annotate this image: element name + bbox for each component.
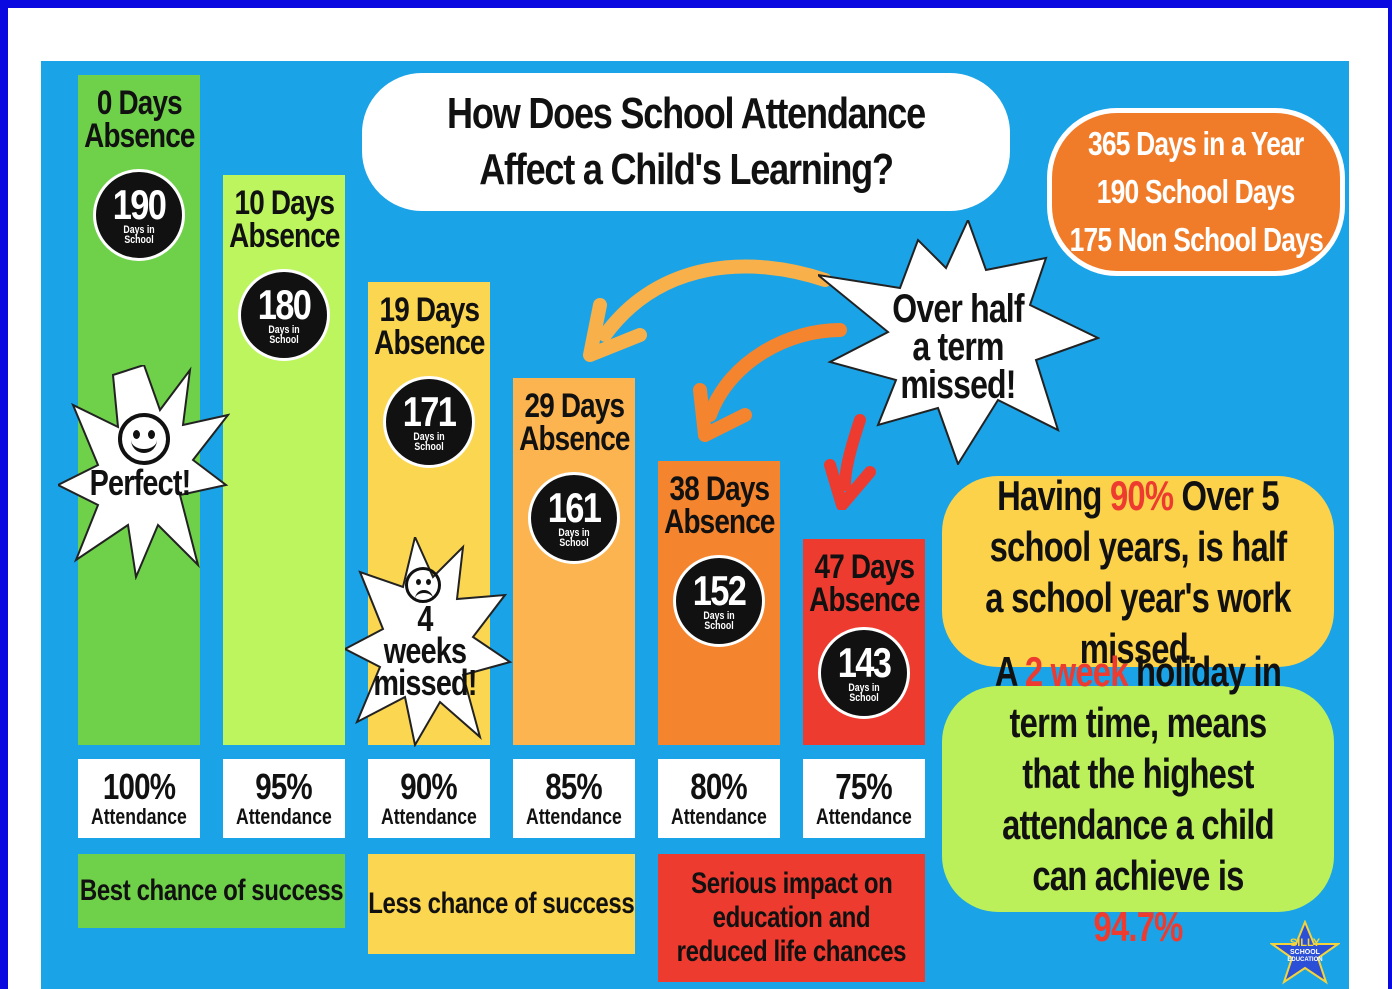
school-days-caption: Days in School [848, 682, 880, 704]
attendance-box-100: 100% Attendance [78, 759, 200, 838]
attendance-word: Attendance [671, 803, 767, 829]
info-line-3: 175 Non School Days [1069, 221, 1323, 258]
school-days-circle: 152 Days in School [673, 555, 765, 647]
arrow-to-85-head [583, 298, 647, 362]
school-days-number: 152 [692, 567, 747, 614]
sad-face-icon [405, 567, 441, 603]
band-serious-line-2: education and [712, 901, 871, 934]
band-serious-line-1: Serious impact on [690, 867, 893, 900]
school-days-number: 180 [257, 281, 312, 328]
attendance-percent: 80% [690, 765, 748, 807]
attendance-box-75: 75% Attendance [803, 759, 925, 838]
attendance-word: Attendance [526, 803, 622, 829]
attendance-word: Attendance [381, 803, 477, 829]
band-serious-impact: Serious impact on education and reduced … [658, 854, 925, 982]
arrow-to-80-head [693, 383, 752, 442]
page-title: How Does School Attendance Affect a Chil… [447, 89, 926, 194]
arrow-to-85 [598, 259, 832, 342]
school-days-caption: Days in School [413, 431, 445, 453]
school-days-circle: 171 Days in School [383, 376, 475, 468]
holiday-callout: A 2 week holiday in term time, means tha… [942, 648, 1334, 950]
arrows-graphic [583, 259, 876, 510]
attendance-box-90: 90% Attendance [368, 759, 490, 838]
starburst-shape [814, 217, 1101, 467]
info-line-2: 190 School Days [1097, 173, 1296, 210]
school-days-caption: Days in School [703, 610, 735, 632]
smiley-face-icon [118, 413, 170, 465]
logo-star-icon [1268, 919, 1342, 985]
school-days-number: 143 [837, 639, 892, 686]
band-serious-line-3: reduced life chances [676, 935, 907, 968]
attendance-box-85: 85% Attendance [513, 759, 635, 838]
attendance-percent: 75% [835, 765, 893, 807]
title-box: How Does School Attendance Affect a Chil… [362, 73, 1010, 211]
school-days-circle: 190 Days in School [93, 169, 185, 261]
perfect-starburst: Perfect! [55, 363, 231, 581]
school-days-number: 161 [547, 484, 602, 531]
perfect-text: Perfect! [89, 462, 192, 503]
school-days-number: 190 [112, 181, 167, 228]
attendance-word: Attendance [91, 803, 187, 829]
info-line-1: 365 Days in a Year [1088, 125, 1304, 162]
attendance-percent: 95% [255, 765, 313, 807]
year-info-box: 365 Days in a Year 190 School Days 175 N… [1047, 108, 1345, 276]
arrow-to-75 [839, 414, 866, 491]
half-year-text: Having 90% Over 5 school years, is half … [985, 471, 1291, 672]
attendance-word: Attendance [236, 803, 332, 829]
school-days-circle: 161 Days in School [528, 472, 620, 564]
band-less-text: Less chance of success [368, 887, 635, 920]
school-days-caption: Days in School [268, 324, 300, 346]
arrow-to-75-head [824, 459, 876, 510]
band-best-text: Best chance of success [79, 874, 344, 907]
half-year-callout: Having 90% Over 5 school years, is half … [942, 472, 1334, 672]
silly-school-logo: SILLY SCHOOL EDUCATION [1268, 919, 1342, 986]
school-days-circle: 143 Days in School [818, 627, 910, 719]
arrow-to-80 [703, 323, 847, 422]
school-days-caption: Days in School [123, 224, 155, 246]
logo-text: SILLY SCHOOL EDUCATION [1287, 937, 1323, 964]
starburst-shape [342, 533, 513, 748]
attendance-percent: 85% [545, 765, 603, 807]
school-days-caption: Days in School [558, 527, 590, 549]
attendance-word: Attendance [816, 803, 912, 829]
holiday-text: A 2 week holiday in term time, means tha… [994, 648, 1282, 950]
school-days-number: 171 [402, 388, 457, 435]
starburst-shape [55, 363, 231, 581]
attendance-percent: 90% [400, 765, 458, 807]
attendance-percent: 100% [102, 765, 176, 807]
band-less-chance: Less chance of success [368, 854, 635, 954]
band-best-chance: Best chance of success [78, 854, 345, 928]
attendance-box-80: 80% Attendance [658, 759, 780, 838]
attendance-box-95: 95% Attendance [223, 759, 345, 838]
school-days-circle: 180 Days in School [238, 269, 330, 361]
